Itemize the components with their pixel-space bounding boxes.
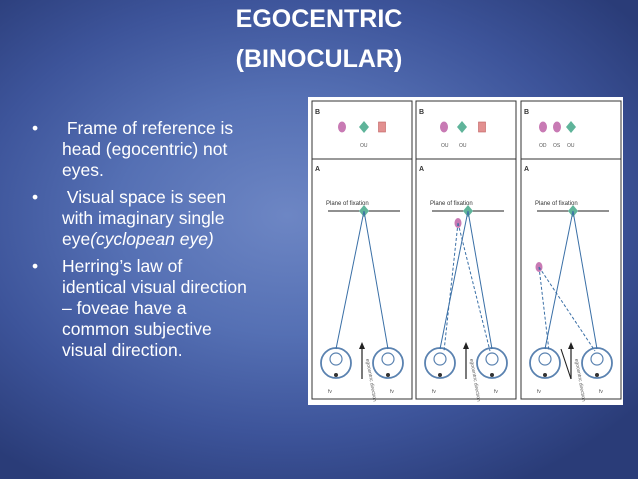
bullet-line: Herring’s law of [62,256,183,276]
dashed-direction-right [538,266,596,352]
eye-fovea [386,373,390,377]
bullet-line: – foveae have a [62,298,187,318]
legend-label: OU [567,143,575,149]
egocentric-arrow-shaft-alt [560,348,572,380]
egocentric-arrow-head [463,342,469,349]
bullet-marker: • [32,118,39,138]
eye-fovea [490,373,494,377]
bullet-line-mixed: eye(cyclopean eye) [62,229,315,250]
legend-circle-marker [553,121,561,133]
egocentric-arrow-head [568,342,574,349]
legend-square-marker [378,121,386,133]
bullet-line: head (egocentric) not [62,139,228,159]
section-label-b: B [524,109,529,116]
legend-diamond-marker [566,121,576,133]
dashed-direction-left [538,266,550,352]
fovea-label-left: fv [537,389,541,395]
eye-lens [381,352,395,366]
egocentric-arrow-head [359,342,365,349]
slide-title-line-1: EGOCENTRIC [235,5,403,33]
visual-axis-left [335,210,365,350]
eye-lens [329,352,343,366]
legend-label: OU [441,143,449,149]
bullet-line: with imaginary single [62,208,225,228]
fovea-label-left: fv [328,389,332,395]
fovea-label-right: fv [599,389,603,395]
dashed-direction-left [443,222,459,352]
slide-title-line-2: (BINOCULAR) [235,45,403,73]
fovea-label-left: fv [432,389,436,395]
bullet-line: eyes. [62,160,104,180]
legend-circle-marker [440,121,448,133]
bullet-line: identical visual direction [62,277,247,297]
visual-axis-right [363,210,389,350]
bullet-text-italic: (cyclopean eye) [90,229,214,249]
fovea-label-right: fv [390,389,394,395]
legend-label: OU [459,143,467,149]
section-label-a: A [524,166,529,173]
eye-fovea [438,373,442,377]
plane-of-fixation-label: Plane of fixation [535,201,578,207]
section-label-a: A [315,166,320,173]
section-label-a: A [419,166,424,173]
visual-axis-left [439,210,469,350]
bullet-list: • Frame of reference is head (egocentric… [30,118,315,367]
bullet-line: common subjective [62,319,212,339]
bullet-marker: • [32,256,39,276]
section-label-b: B [419,109,424,116]
legend-diamond-marker [359,121,369,133]
bullet-item-herrings-law: • Herring’s law of identical visual dire… [30,256,315,361]
bullet-text-plain: eye [62,229,91,249]
fovea-label-right: fv [494,389,498,395]
bullet-marker: • [32,187,39,207]
bullet-line: Frame of reference is [62,118,234,138]
eye-lens [590,352,604,366]
bullet-item-frame-of-reference: • Frame of reference is head (egocentric… [30,118,315,181]
legend-circle-marker [539,121,547,133]
visual-axis-right [467,210,493,350]
section-label-b: B [315,109,320,116]
plane-of-fixation-label: Plane of fixation [430,201,473,207]
legend-diamond-marker [457,121,467,133]
bullet-item-visual-space: • Visual space is seen with imaginary si… [30,187,315,250]
legend-label: OU [360,143,368,149]
visual-axis-left [544,210,574,350]
eye-lens [538,352,552,366]
legend-label: OS [553,143,561,149]
legend-circle-marker [338,121,346,133]
plane-of-fixation-label: Plane of fixation [326,201,369,207]
eye-lens [485,352,499,366]
eye-fovea [334,373,338,377]
legend-square-marker [478,121,486,133]
legend-label: OD [539,143,547,149]
eye-lens [433,352,447,366]
eye-fovea [595,373,599,377]
eye-fovea [543,373,547,377]
visual-axis-right [572,210,598,350]
dashed-direction-right [457,222,491,352]
bullet-line: visual direction. [62,340,183,360]
bullet-line: Visual space is seen [62,187,227,207]
